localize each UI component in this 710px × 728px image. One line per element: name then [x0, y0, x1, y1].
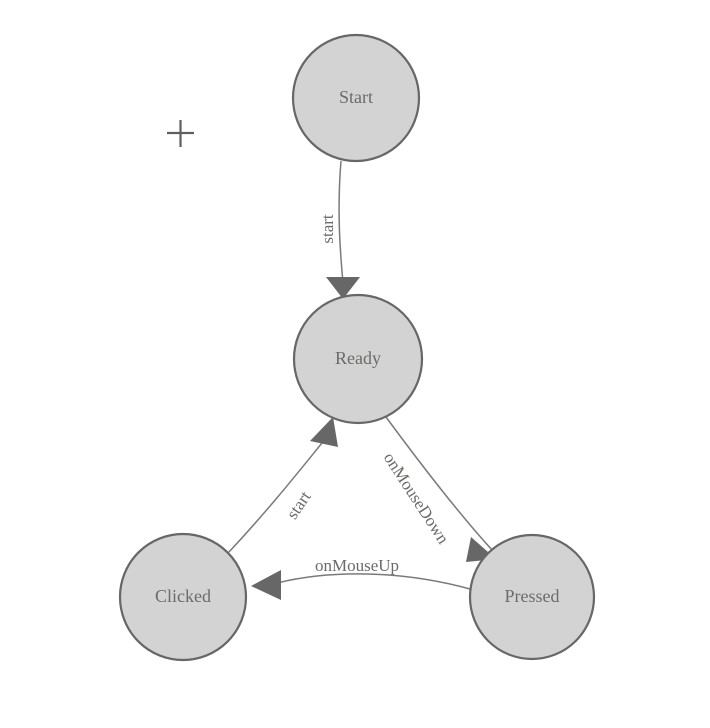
edge-clicked-to-ready[interactable]: start — [228, 417, 338, 553]
edge-line — [385, 416, 494, 552]
node-pressed[interactable]: Pressed — [468, 533, 596, 661]
node-shape — [468, 533, 596, 661]
node-shape — [291, 33, 421, 163]
node-start[interactable]: Start — [291, 33, 421, 163]
node-shape — [292, 293, 424, 425]
edge-pressed-to-clicked[interactable]: onMouseUp — [251, 556, 471, 600]
node-label-pressed: Pressed — [505, 586, 560, 606]
node-shape — [118, 532, 248, 662]
edge-label-pressed-to-clicked: onMouseUp — [315, 556, 399, 575]
edge-line — [228, 442, 323, 553]
node-clicked[interactable]: Clicked — [118, 532, 248, 662]
node-label-ready: Ready — [335, 348, 381, 368]
node-label-clicked: Clicked — [155, 586, 211, 606]
edge-label-start-to-ready: start — [318, 214, 337, 244]
node-ready[interactable]: Ready — [292, 293, 424, 425]
edge-line — [276, 573, 471, 590]
node-label-start: Start — [339, 87, 373, 107]
crosshair-icon — [167, 120, 194, 147]
edge-start-to-ready[interactable]: start — [318, 160, 360, 299]
arrowhead-icon — [326, 277, 360, 299]
arrowhead-icon — [310, 417, 338, 447]
edge-label-ready-to-pressed: onMouseDown — [380, 449, 453, 548]
edge-ready-to-pressed[interactable]: onMouseDown — [380, 416, 496, 562]
edge-line — [338, 160, 344, 284]
edge-label-clicked-to-ready: start — [283, 487, 315, 522]
arrowhead-icon — [251, 570, 281, 600]
